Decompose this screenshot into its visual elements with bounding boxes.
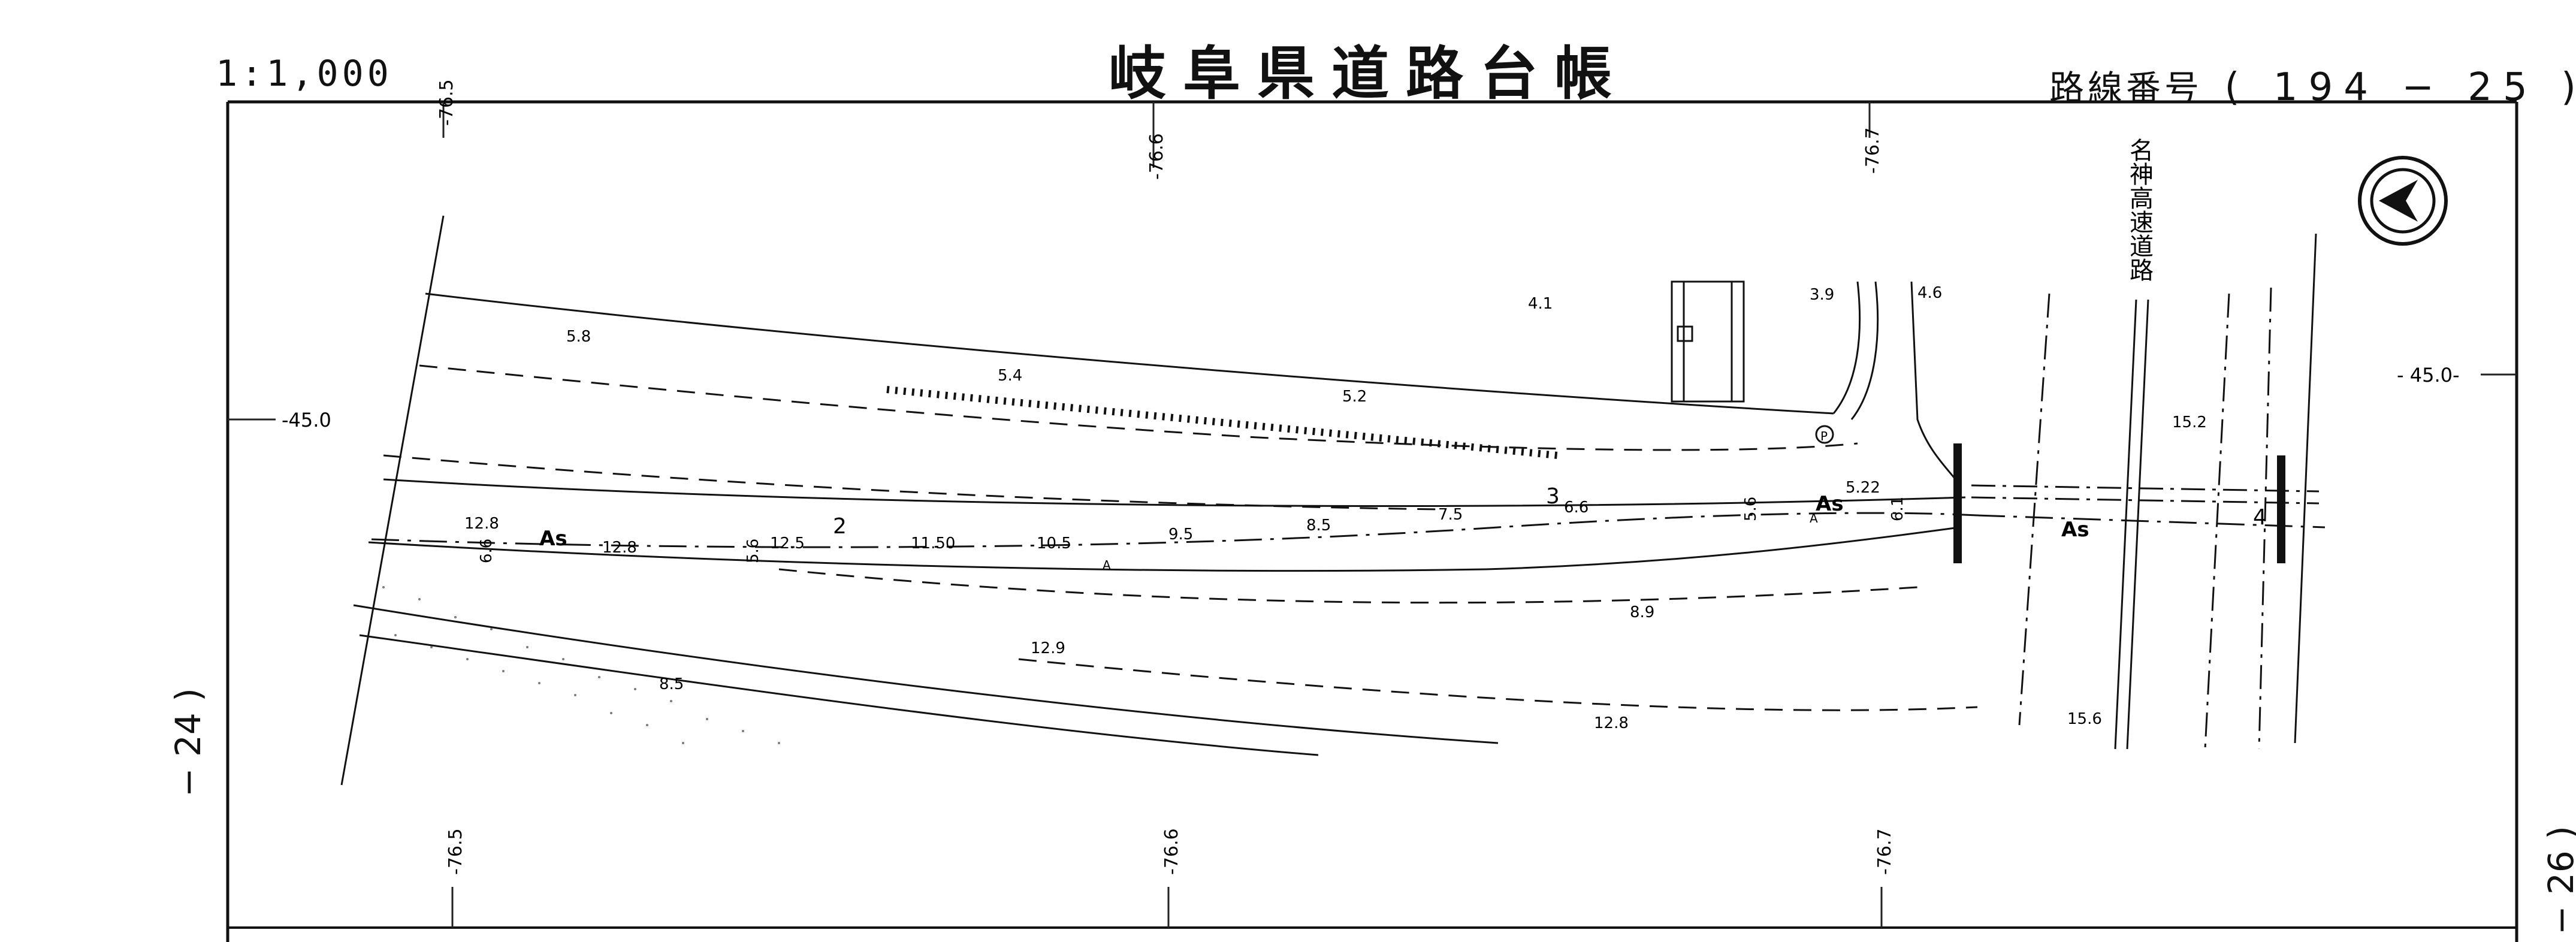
spot-height: 5.8 [566,328,591,346]
expressway-median [2114,233,2317,750]
spot-heights: 5.8 5.4 5.2 4.1 3.9 4.6 15.2 12.8 12.8 1… [464,284,2207,732]
grid-label-right: - 45.0- [2397,364,2460,387]
grid-label-bottom-1: -76.5 [445,828,466,875]
spot-height: 12.9 [1031,639,1065,657]
grid-ticks [228,102,2517,928]
parking-icon [1815,425,1834,444]
grid-label-top-3: -76.7 [1862,127,1883,174]
spot-height: 9.5 [1168,526,1193,544]
map-frame [226,100,2518,942]
spot-height: 12.8 [1594,714,1629,732]
surface-small-label-2: A [1810,511,1818,526]
width-label-1: 6.6 [478,539,496,563]
spot-height: 12.8 [464,515,499,533]
grid-label-top-2: -76.6 [1146,133,1167,180]
spot-height: 12.8 [602,539,637,557]
surface-small-label-1: A [1103,558,1111,572]
width-label-5: 5.22 [1846,479,1880,497]
spot-height: 10.5 [1037,535,1071,552]
grid-label-bottom-3: -76.7 [1874,828,1895,875]
spot-height: 6.6 [1564,499,1589,517]
expressway-lines [1971,287,2320,750]
spot-height: 5.4 [998,367,1022,385]
road-centerline [371,512,2326,548]
building-outlines [1671,280,1961,486]
spot-height: 11.50 [911,535,955,552]
spot-height: 15.6 [2067,710,2102,728]
spot-height: 7.5 [1438,506,1463,524]
spot-height: 8.5 [1306,517,1331,535]
boundary-lines [340,215,1966,786]
surface-label-3: As [2061,518,2089,542]
spot-height: 5.2 [1342,388,1367,406]
spot-height: 8.9 [1630,603,1654,621]
culvert-structures [1953,443,2285,563]
parking-symbol: P [1820,429,1828,443]
grid-label-top-1: -76.5 [436,79,457,126]
width-label-3: 5.6 [1742,497,1760,521]
spot-height: 12.5 [770,535,805,552]
grid-label-bottom-2: -76.6 [1161,828,1182,875]
station-marker-4: 4 [2253,505,2267,530]
station-marker-2: 2 [833,514,847,539]
dotted-area [382,586,780,744]
station-marker-3: 3 [1546,484,1560,509]
expressway-label: 名神高速道路 [2125,138,2153,282]
embankment-hatching [886,386,1559,459]
spot-height: 3.9 [1810,286,1834,304]
grid-label-left: -45.0 [282,409,331,431]
surface-label-2: As [1816,492,1844,516]
scale-label: 1:1,000 [216,53,392,95]
sheet-title: 岐阜県道路台帳 [1109,40,1629,107]
spot-height: 15.2 [2172,413,2207,431]
dashed-curbs [383,364,1978,711]
width-label-4: 6.1 [1889,497,1907,521]
spot-height: 8.5 [659,675,684,693]
north-arrow-symbol [2358,156,2448,246]
width-label-2: 5.6 [744,539,762,563]
surface-label-1: As [539,527,567,551]
spot-height: 4.1 [1528,295,1553,313]
spot-height: 4.6 [1917,284,1942,302]
